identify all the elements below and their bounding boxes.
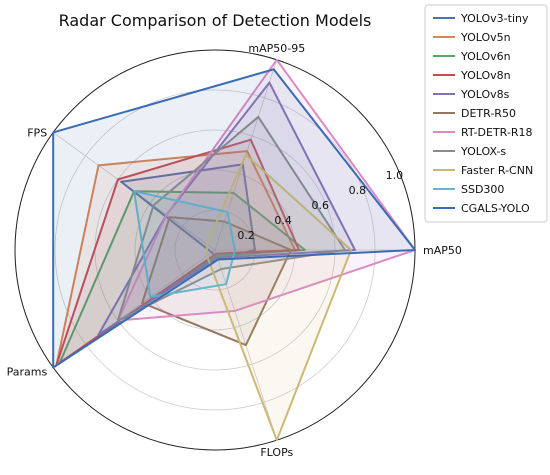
series-fill-3 bbox=[56, 139, 300, 366]
axis-label: mAP50 bbox=[423, 244, 462, 257]
series-line-2 bbox=[58, 190, 306, 364]
legend-label: YOLOv6n bbox=[460, 50, 511, 63]
legend-label: YOLOX-s bbox=[460, 145, 506, 158]
series-fill-7 bbox=[117, 116, 346, 321]
radial-tick-label: 1.0 bbox=[386, 169, 404, 182]
chart-title: Radar Comparison of Detection Models bbox=[59, 11, 372, 30]
legend-label: YOLOv3-tiny bbox=[460, 12, 529, 25]
series-fill-4 bbox=[98, 82, 355, 335]
legend-label: RT-DETR-R18 bbox=[461, 126, 532, 139]
series-layer bbox=[52, 58, 416, 442]
axis-label: Params bbox=[7, 366, 48, 379]
radial-tick-label: 0.6 bbox=[312, 199, 330, 212]
series-fill-1 bbox=[56, 151, 296, 366]
series-fill-9 bbox=[134, 191, 235, 297]
series-line-8 bbox=[205, 153, 352, 442]
series-line-10 bbox=[52, 68, 416, 369]
radial-tick-label: 0.2 bbox=[237, 229, 255, 242]
radial-tick-label: 0.4 bbox=[274, 214, 292, 227]
series-line-7 bbox=[116, 115, 346, 322]
axis-label: FPS bbox=[27, 126, 47, 139]
legend-label: SSD300 bbox=[461, 183, 504, 196]
series-line-5 bbox=[141, 216, 292, 347]
axis-label: FLOPs bbox=[260, 446, 293, 459]
series-line-3 bbox=[55, 138, 300, 367]
legend-label: YOLOv8n bbox=[460, 69, 511, 82]
series-line-9 bbox=[133, 190, 236, 298]
series-fill-10 bbox=[53, 69, 415, 368]
legend-frame bbox=[424, 4, 548, 223]
legend: YOLOv3-tinyYOLOv5nYOLOv6nYOLOv8nYOLOv8sD… bbox=[424, 4, 548, 223]
legend-label: CGALS-YOLO bbox=[461, 202, 530, 215]
series-fill-8 bbox=[206, 154, 351, 441]
series-fill-0 bbox=[121, 164, 255, 260]
legend-label: YOLOv8s bbox=[460, 88, 510, 101]
radial-tick-label: 0.8 bbox=[349, 184, 367, 197]
legend-label: DETR-R50 bbox=[461, 107, 516, 120]
legend-label: YOLOv5n bbox=[460, 31, 511, 44]
legend-label: Faster R-CNN bbox=[461, 164, 533, 177]
radial-tick-labels: 0.2 0.4 0.6 0.8 1.0 bbox=[237, 169, 403, 242]
series-line-6 bbox=[116, 58, 416, 322]
axis-label: mAP50-95 bbox=[248, 42, 305, 55]
series-fill-6 bbox=[117, 59, 416, 321]
